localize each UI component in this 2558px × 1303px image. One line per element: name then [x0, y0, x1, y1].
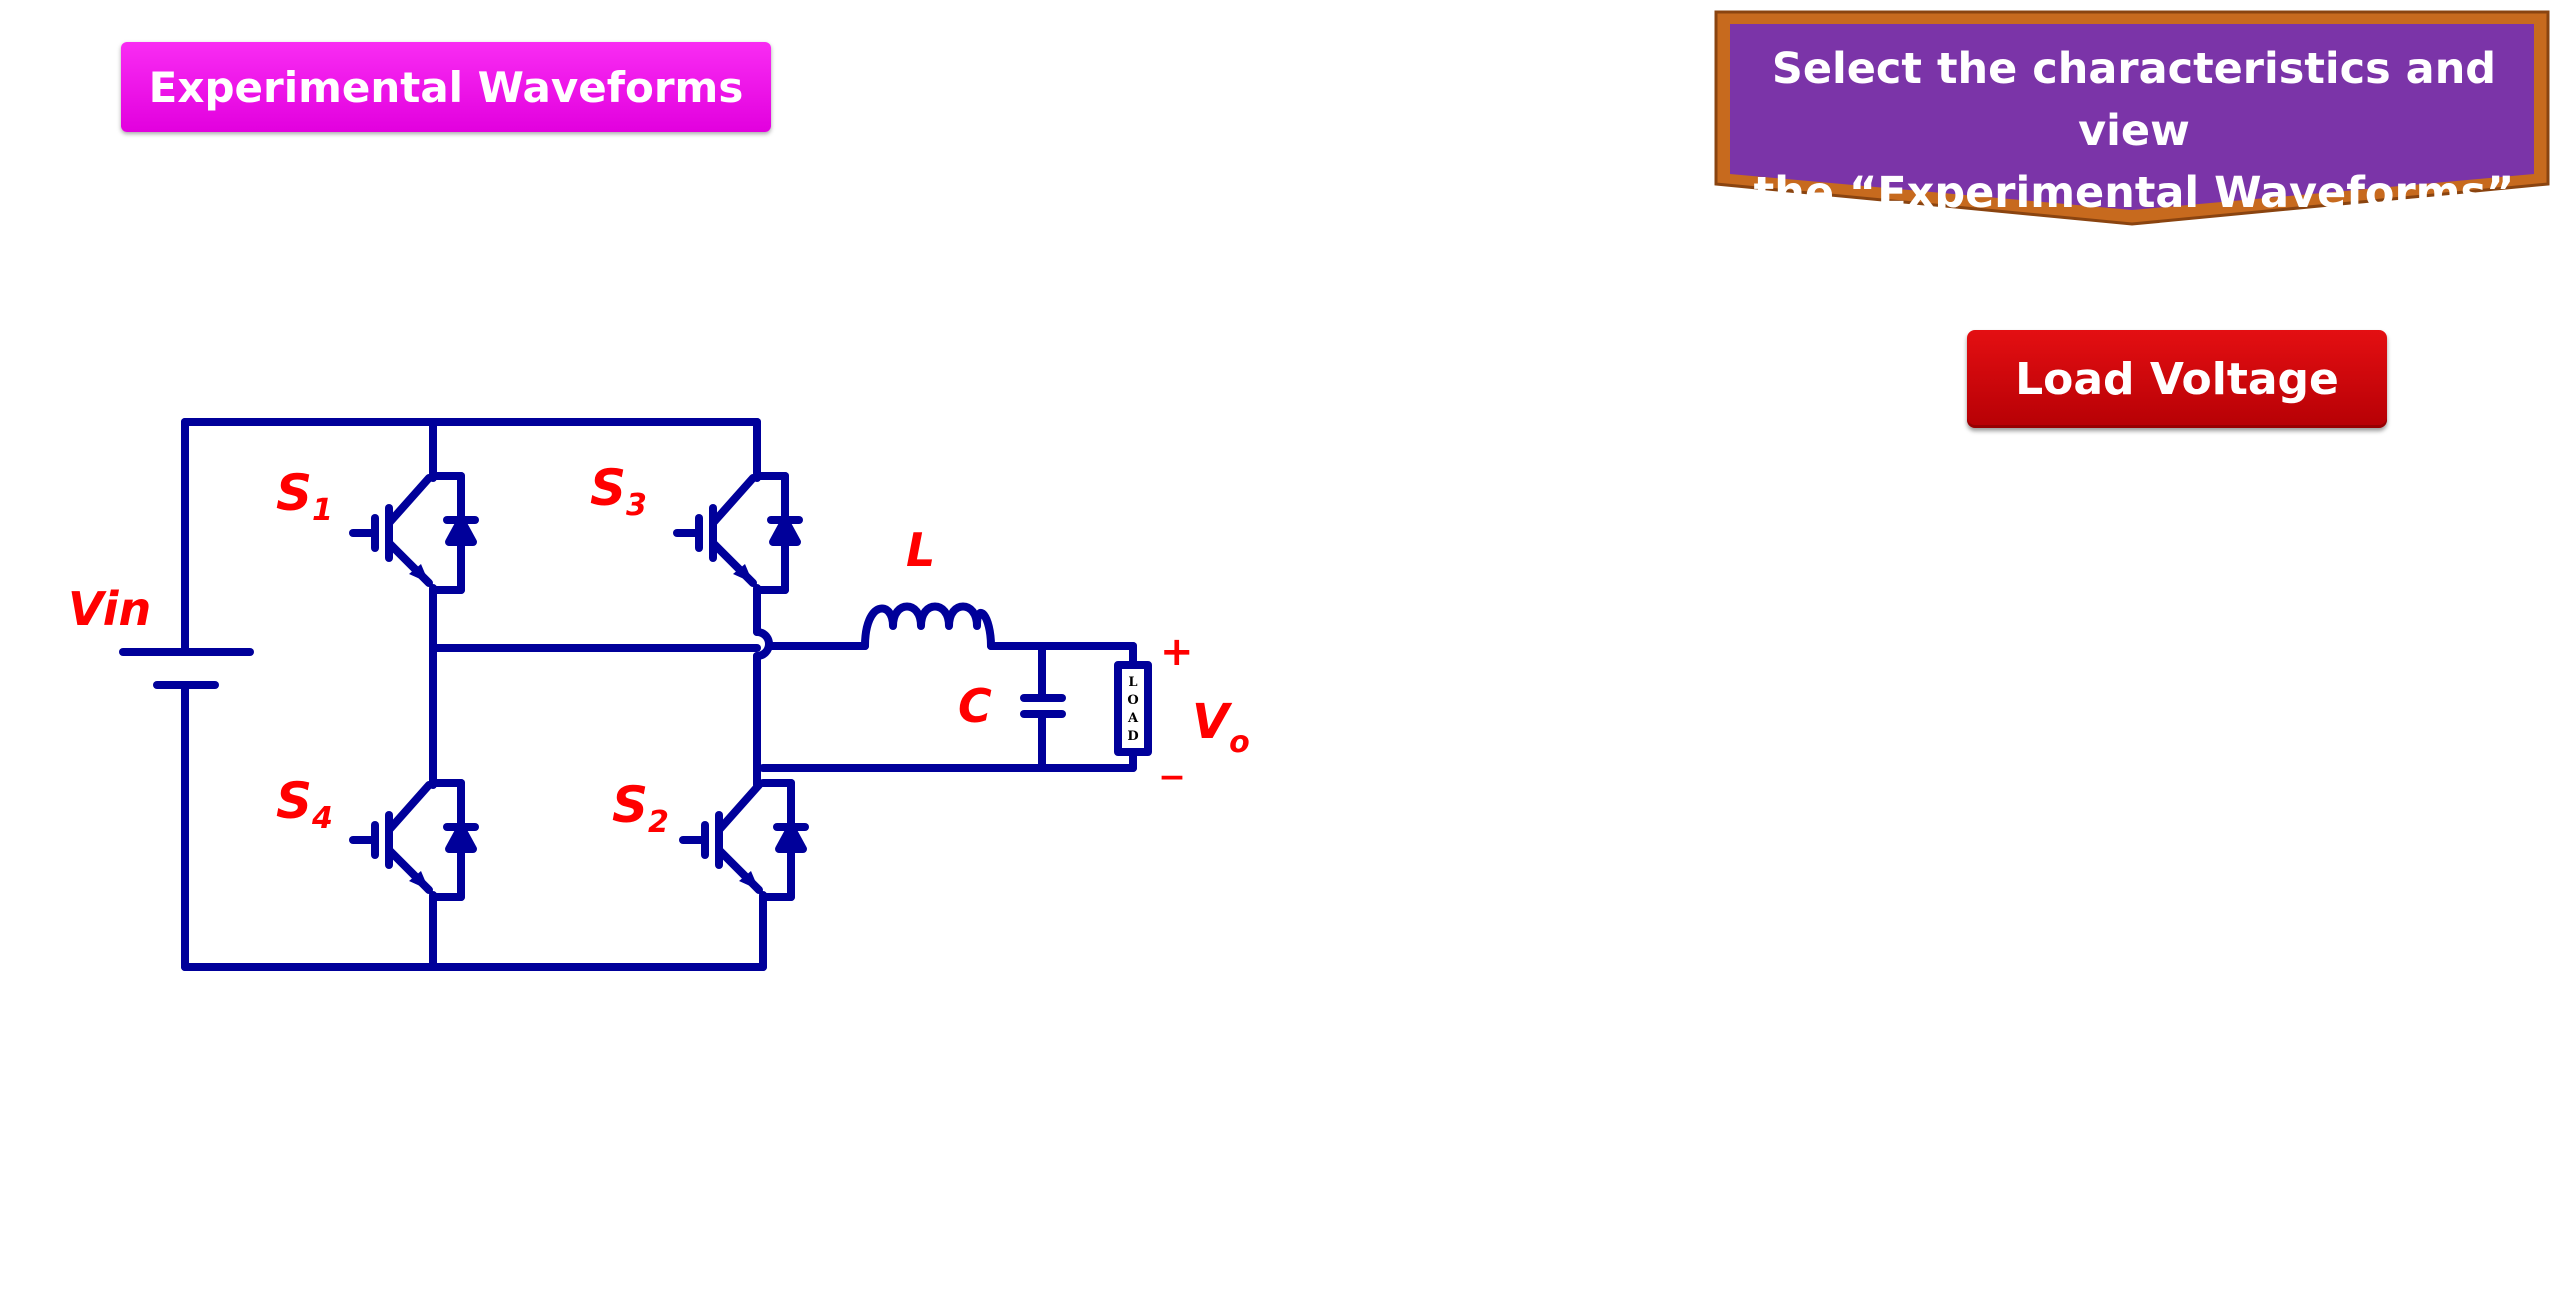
s4-label: S4	[276, 772, 333, 836]
inductor-label: L	[906, 523, 935, 577]
load-letter-4: D	[1127, 729, 1138, 744]
load-letter-1: L	[1128, 675, 1137, 690]
switch-s4-igbt	[349, 779, 479, 901]
load-resistor	[1114, 661, 1152, 756]
banner-shape	[1714, 10, 2550, 226]
s2-emitter-arrow	[739, 871, 759, 890]
vin-label: Vin	[68, 582, 151, 636]
s3-label: S3	[590, 459, 647, 523]
s1-emitter-arrow	[409, 564, 429, 583]
instruction-line-2: the “Experimental Waveforms”	[1753, 168, 2515, 218]
capacitor-label: C	[958, 679, 992, 733]
instruction-line-1: Select the characteristics and view	[1771, 44, 2497, 156]
output-minus-sign: _	[1161, 734, 1183, 780]
battery-symbol	[119, 648, 254, 689]
switch-s2-igbt	[679, 779, 809, 901]
instruction-banner: Select the characteristics and view the …	[1712, 8, 2552, 228]
load-letter-2: O	[1127, 693, 1138, 708]
output-filter-wire	[765, 602, 1137, 772]
s3-emitter-arrow	[733, 564, 753, 583]
load-letter-3: A	[1127, 711, 1139, 726]
output-plus-sign: +	[1160, 629, 1194, 675]
experimental-waveforms-title: Experimental Waveforms	[121, 42, 771, 132]
switch-s1-igbt	[349, 472, 479, 594]
s2-label: S2	[612, 776, 669, 840]
right-leg-wire	[753, 418, 1137, 971]
load-voltage-button[interactable]: Load Voltage	[1967, 330, 2387, 428]
capacitor-symbol	[1020, 694, 1066, 718]
s4-emitter-arrow	[409, 871, 429, 890]
left-leg-wire	[429, 418, 761, 971]
inverter-circuit-diagram: L O A D Vin S1 S3 S4 S2 L C + _ Vo	[68, 418, 1250, 971]
instruction-text: Select the characteristics and view the …	[1734, 38, 2534, 224]
output-voltage-label: Vo	[1192, 694, 1250, 760]
s1-label: S1	[276, 464, 333, 528]
